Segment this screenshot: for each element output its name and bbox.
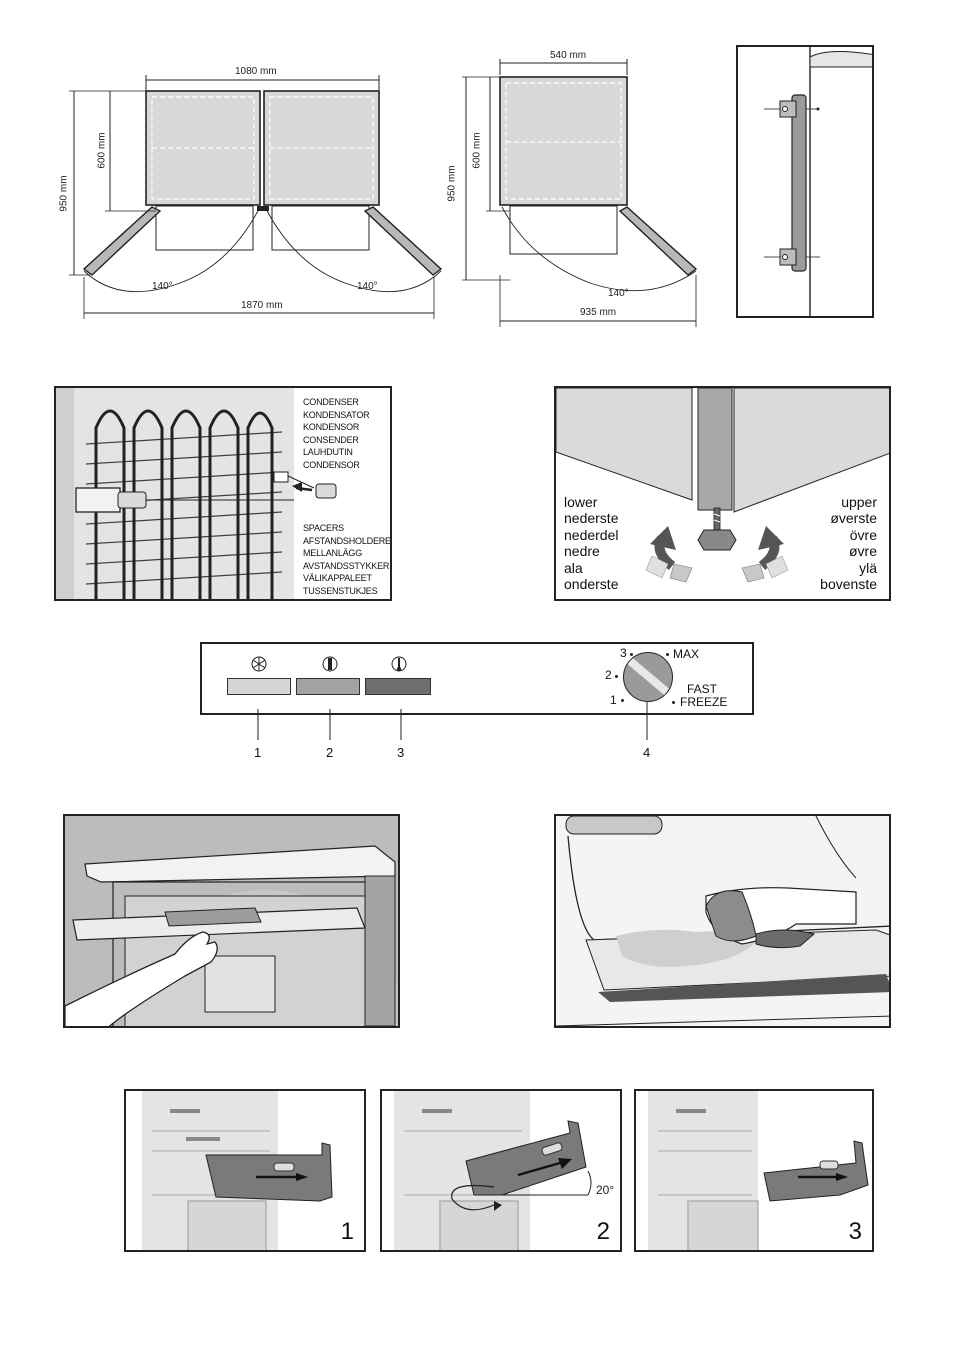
lower-label: nedre xyxy=(564,543,600,560)
indicator-light-1 xyxy=(227,678,291,695)
direction-arrow-icon xyxy=(836,1173,848,1181)
step-number-1: 1 xyxy=(340,1218,354,1245)
step-1-drawing xyxy=(142,1091,364,1250)
spacer-label-list: SPACERS AFSTANDSHOLDERE MELLANLÄGG AVSTA… xyxy=(303,522,391,597)
lower-label: lower xyxy=(564,494,598,510)
dial-dot-fast-freeze xyxy=(672,701,675,704)
step-2-drawing xyxy=(394,1091,620,1250)
dial-mark-1: 1 xyxy=(610,693,617,707)
double-width-label: 1080 mm xyxy=(235,66,277,77)
dial-mark-freeze: FREEZE xyxy=(680,695,728,709)
dial-dot-1 xyxy=(621,699,624,702)
spacer-label: VÄLIKAPPALEET xyxy=(303,573,372,583)
direction-arrow-icon xyxy=(558,1158,572,1169)
rotation-arrow-icon xyxy=(451,1184,495,1211)
callout-2: 2 xyxy=(326,745,334,760)
thermostat-dial[interactable] xyxy=(623,652,673,702)
callout-3: 3 xyxy=(397,745,405,760)
handle-mounting-panel xyxy=(736,45,874,318)
snowflake-icon xyxy=(251,656,267,672)
cleaning-interior-illustration xyxy=(554,814,891,1028)
handle-drawing xyxy=(764,47,872,316)
indicator-light-3 xyxy=(365,678,431,695)
drawer-removal-step-3: 3 xyxy=(634,1089,874,1252)
dial-mark-fast: FAST xyxy=(687,682,718,696)
drawer-removal-step-1: 1 xyxy=(124,1089,366,1252)
condenser-spacer-panel: CONDENSER KONDENSATOR KONDENSOR CONSENDE… xyxy=(54,386,392,601)
spacer-label: TUSSENSTUKJES xyxy=(303,585,378,596)
lower-label: nederdel xyxy=(564,526,619,543)
single-width-label: 540 mm xyxy=(550,50,587,61)
dial-indicator xyxy=(624,655,672,699)
single-unit-dimension-diagram: 540 mm 950 mm 600 mm 140° 935 mm xyxy=(446,45,710,335)
condenser-label: KONDENSOR xyxy=(303,422,360,432)
freezer-drawer-drawing xyxy=(65,816,398,1026)
spacer-label: AVSTANDSSTYKKER xyxy=(303,560,390,571)
double-height-label: 950 mm xyxy=(58,175,70,212)
lower-label: onderste xyxy=(564,576,619,593)
double-angle-left-label: 140° xyxy=(152,281,173,292)
lower-label-list: lower nederste nederdel nedre ala onders… xyxy=(564,494,619,592)
thermometer-icon xyxy=(322,656,338,672)
upper-label: bovenste xyxy=(820,576,877,593)
drawer-removal-step-2: 20° 2 xyxy=(380,1089,622,1252)
condenser-label: CONDENSER xyxy=(303,397,359,407)
control-panel-drawing xyxy=(251,656,407,672)
freezer-drawer-illustration xyxy=(63,814,400,1028)
upper-label: øvre xyxy=(849,543,877,560)
spacer-label: SPACERS xyxy=(303,523,344,533)
bulb-icon xyxy=(391,656,407,672)
double-unit-dimension-diagram: 1080 mm 950 mm 600 mm 140° 140° 1870 mm xyxy=(58,55,460,335)
single-unit-drawing xyxy=(462,59,698,327)
dial-mark-max: MAX xyxy=(673,647,700,661)
condenser-label-list: CONDENSER KONDENSATOR KONDENSOR CONSENDE… xyxy=(303,396,370,471)
dial-dot-2 xyxy=(615,675,618,678)
step-number-3: 3 xyxy=(848,1218,862,1245)
spacer-label: AFSTANDSHOLDERE xyxy=(303,535,391,546)
lower-label: nederste xyxy=(564,510,619,527)
single-angle-label: 140° xyxy=(608,288,629,299)
single-total-label: 935 mm xyxy=(580,307,617,318)
upper-label-list: upper øverste övre øvre ylä bovenste xyxy=(820,494,877,592)
condenser-drawing xyxy=(56,388,337,599)
dial-dot-3 xyxy=(630,653,633,656)
upper-label: övre xyxy=(849,526,877,543)
control-panel: 3 2 1 MAX FAST FREEZE xyxy=(200,642,754,715)
leveling-drawing xyxy=(556,388,889,583)
step-3-drawing xyxy=(648,1091,872,1250)
condenser-label: CONSENDER xyxy=(303,434,359,445)
spacer-label: MELLANLÄGG xyxy=(303,548,363,558)
cleaning-drawing xyxy=(556,816,889,1026)
step-number-2: 2 xyxy=(596,1218,610,1245)
upper-label: øverste xyxy=(830,510,877,527)
upper-label: upper xyxy=(841,494,877,510)
upper-label: ylä xyxy=(859,559,877,576)
dial-dot-max xyxy=(666,653,669,656)
lower-label: ala xyxy=(564,559,583,576)
condenser-label: CONDENSOR xyxy=(303,459,360,470)
condenser-label: KONDENSATOR xyxy=(303,409,370,420)
indicator-light-2 xyxy=(296,678,360,695)
double-angle-right-label: 140° xyxy=(357,281,378,292)
leveling-foot-panel: lower nederste nederdel nedre ala onders… xyxy=(554,386,891,601)
direction-arrow-icon xyxy=(296,1173,308,1181)
double-total-label: 1870 mm xyxy=(241,300,283,311)
double-depth-label: 600 mm xyxy=(96,132,108,169)
callout-1: 1 xyxy=(254,745,262,760)
tilt-angle-label: 20° xyxy=(596,1183,615,1197)
double-unit-drawing xyxy=(69,75,443,319)
condenser-label: LAUHDUTIN xyxy=(303,447,353,457)
dial-mark-2: 2 xyxy=(605,668,612,682)
dial-mark-3: 3 xyxy=(620,646,627,660)
callout-4: 4 xyxy=(643,745,651,760)
single-depth-label: 600 mm xyxy=(471,132,483,169)
single-height-label: 950 mm xyxy=(446,165,458,202)
